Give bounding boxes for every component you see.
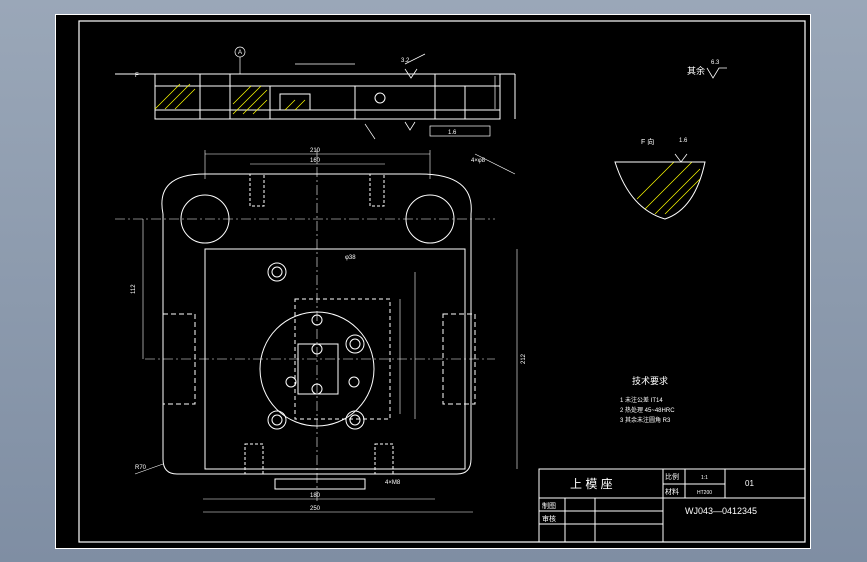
title-block [538, 468, 806, 543]
section-hatch [154, 83, 306, 115]
roughness-label-2: 1.6 [448, 130, 457, 136]
finish-symbol-icon [706, 67, 727, 79]
roughness-label-1: 3.2 [401, 58, 410, 64]
inner-frame [78, 20, 806, 543]
technical-requirements: 技术要求 1 未注公差 IT14 2 热处理 45~48HRC 3 其余未注圆角… [620, 375, 675, 424]
detail-profile [614, 161, 706, 220]
central-pocket [294, 298, 391, 420]
dim-bottom-width-1: 180 [310, 493, 321, 499]
tech-req-item: 1 未注公差 IT14 [620, 396, 663, 404]
drawing-title: 上 模 座 [570, 476, 613, 491]
dim-left-height: 112 [131, 284, 137, 294]
section-dims [140, 46, 496, 140]
dim-bottom-width-2: 250 [310, 506, 321, 512]
roughness-symbol-2 [404, 121, 416, 131]
dim-top-width: 210 [310, 148, 321, 154]
section-outline [154, 73, 501, 120]
bore-note: φ38 [345, 255, 356, 261]
detail-roughness: 1.6 [679, 138, 688, 144]
material-label: 材料 [665, 487, 679, 496]
designer-label: 制图 [542, 501, 556, 510]
scale-label: 比例 [665, 472, 679, 481]
dimension-lines [134, 150, 518, 513]
detail-view-f: F 向 1.6 [614, 137, 706, 220]
datum-label: A [238, 50, 242, 56]
checker-label: 审核 [542, 514, 556, 523]
material-value: HT200 [697, 490, 712, 496]
bottom-note: 4×M8 [385, 480, 401, 486]
outer-frame [55, 14, 811, 549]
roughness-symbol-1 [404, 68, 418, 79]
hole-note: 4×φ8 [471, 158, 486, 164]
detail-view-label: F 向 [641, 137, 654, 146]
finish-note-label: 其余 [687, 65, 705, 76]
plan-view [161, 173, 476, 490]
radius-note: R70 [135, 465, 147, 471]
inner-square [297, 343, 339, 395]
drawing-sheet: F A 3.2 1.6 其余 6.3 F 向 1.6 [55, 14, 811, 549]
drawing-number: WJ043—0412345 [685, 506, 757, 516]
cad-drawing: F A 3.2 1.6 其余 6.3 F 向 1.6 [55, 14, 811, 549]
center-lines [115, 149, 495, 504]
dim-inner-width: 160 [310, 158, 321, 164]
scale-value: 1:1 [701, 475, 708, 481]
dim-right-height: 212 [521, 353, 527, 364]
section-arrow-label: F [135, 73, 139, 79]
part-number: 01 [745, 479, 754, 488]
lug-outline [161, 173, 472, 215]
tech-req-heading: 技术要求 [632, 375, 668, 386]
section-view [115, 73, 516, 120]
tech-req-item: 2 热处理 45~48HRC [620, 406, 675, 414]
finish-note-value: 6.3 [711, 60, 720, 66]
tech-req-item: 3 其余未注圆角 R3 [620, 416, 671, 424]
